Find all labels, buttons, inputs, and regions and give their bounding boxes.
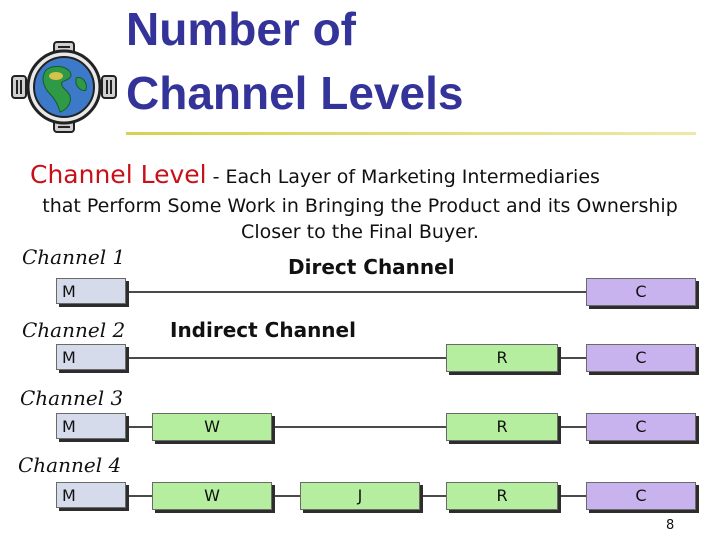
retailer-box: R (446, 344, 558, 372)
connector (418, 495, 446, 497)
consumer-box: C (586, 482, 696, 510)
globe-icon (11, 41, 117, 133)
definition-term: Channel Level (30, 160, 207, 189)
title-underline (126, 132, 696, 135)
connector (126, 291, 586, 293)
consumer-box: C (586, 413, 696, 441)
channel-2-type: Indirect Channel (170, 318, 356, 342)
retailer-box: R (446, 413, 558, 441)
retailer-box: R (446, 482, 558, 510)
definition-heading: Channel Level - Each Layer of Marketing … (30, 160, 600, 189)
channel-1-type: Direct Channel (288, 255, 455, 279)
connector (126, 495, 152, 497)
connector (556, 495, 586, 497)
connector (556, 357, 586, 359)
title-line-1: Number of (126, 3, 356, 55)
channel-4-label: Channel 4 (18, 453, 122, 477)
manufacturer-box: M (56, 413, 126, 439)
definition-body: that Perform Some Work in Bringing the P… (42, 195, 678, 243)
page-number: 8 (666, 518, 675, 533)
channel-1-label: Channel 1 (22, 245, 126, 269)
jobber-box: J (300, 482, 420, 510)
title-line-2: Channel Levels (126, 67, 464, 119)
consumer-box: C (586, 344, 696, 372)
connector (126, 357, 446, 359)
consumer-box: C (586, 278, 696, 306)
wholesaler-box: W (152, 413, 272, 441)
connector (270, 495, 300, 497)
definition-separator: - (206, 166, 226, 188)
connector (270, 426, 446, 428)
channel-2-label: Channel 2 (22, 318, 126, 342)
manufacturer-box: M (56, 482, 126, 508)
channel-3-label: Channel 3 (20, 386, 124, 410)
connector (126, 426, 152, 428)
manufacturer-box: M (56, 278, 126, 304)
connector (556, 426, 586, 428)
definition-lead: Each Layer of Marketing Intermediaries (225, 166, 600, 188)
wholesaler-box: W (152, 482, 272, 510)
manufacturer-box: M (56, 344, 126, 370)
